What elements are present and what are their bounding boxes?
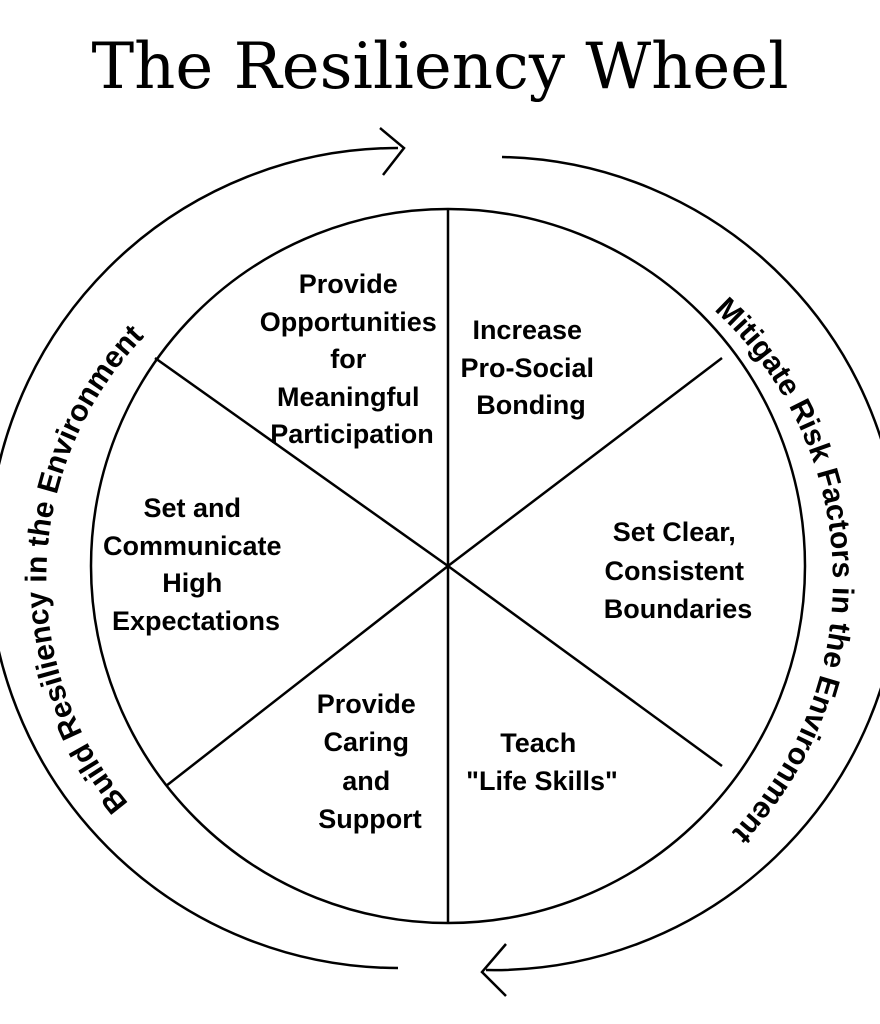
page-title: The Resiliency Wheel: [91, 30, 788, 104]
divider-upper-left: [154, 356, 449, 568]
divider-upper-right: [447, 357, 723, 567]
segment-line: Bonding: [476, 390, 585, 420]
segment-caring: Provide Caring and Support: [317, 689, 424, 834]
segment-line: Provide: [299, 269, 398, 299]
segment-line: Set Clear,: [613, 517, 736, 547]
right-arrowhead-icon: [480, 943, 507, 997]
segment-line: Increase: [472, 315, 582, 345]
segment-line: Set and: [143, 493, 241, 523]
segment-line: Participation: [270, 419, 434, 449]
segment-line: Expectations: [112, 606, 280, 636]
segment-line: Consistent: [604, 556, 744, 586]
segment-line: Communicate: [103, 531, 282, 561]
segment-participation: Provide Opportunities for Meaningful Par…: [260, 269, 445, 449]
segment-line: Opportunities: [260, 307, 437, 337]
segment-bonding: Increase Pro-Social Bonding: [460, 315, 601, 420]
segment-line: Pro-Social: [460, 353, 594, 383]
segment-line: Provide: [317, 689, 416, 719]
segment-line: and: [342, 766, 390, 796]
left-cycle-arrow: [0, 146, 399, 970]
segment-line: Support: [318, 804, 421, 834]
segment-line: "Life Skills": [466, 766, 618, 796]
segment-line: Boundaries: [604, 594, 753, 624]
segment-boundaries: Set Clear, Consistent Boundaries: [604, 517, 753, 624]
build-resiliency-label: Build Resiliency in the Environment: [20, 319, 149, 820]
segment-line: Teach: [500, 728, 576, 758]
segment-line: for: [330, 344, 366, 374]
segment-line: Meaningful: [277, 382, 420, 412]
segment-line: High: [162, 568, 222, 598]
segment-expectations: Set and Communicate High Expectations: [103, 493, 289, 636]
segment-life-skills: Teach "Life Skills": [466, 728, 618, 796]
divider-lower-right: [447, 564, 723, 768]
build-resiliency-label-path: Build Resiliency in the Environment: [20, 319, 149, 820]
left-arrowhead-icon: [379, 127, 406, 176]
segment-line: Caring: [323, 727, 409, 757]
right-cycle-arrow: [485, 155, 880, 972]
divider-lower-left: [165, 565, 449, 787]
